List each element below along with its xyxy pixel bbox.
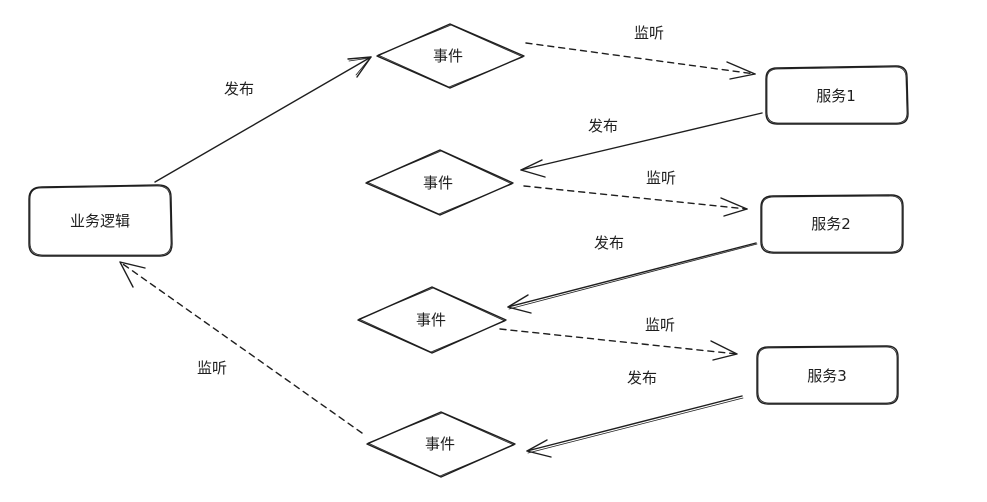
arrow-publish-service2 [507,242,758,314]
business-logic-node [28,184,173,257]
event-3-label: 事件 [416,311,446,329]
event-3-node [357,286,507,354]
service-2-node [760,194,904,254]
event-1-node [376,23,525,89]
edge-label-listen-service3: 监听 [645,316,675,334]
service-1-node [765,65,909,125]
arrow-publish-service1 [520,112,763,178]
edge-label-listen-service2: 监听 [646,169,676,187]
edge-label-publish-service2: 发布 [594,234,624,252]
arrowhead-listen-service3 [710,340,738,361]
service-3-label: 服务3 [807,367,847,385]
arrow-listen-service2 [523,185,748,210]
event-2-node [365,149,514,216]
edge-label-publish-service1: 发布 [588,117,618,135]
event-1-label: 事件 [433,47,463,65]
service-1-label: 服务1 [816,87,856,105]
arrow-publish-business [154,56,372,183]
arrowhead-listen-service1 [726,61,756,80]
edge-label-publish-business: 发布 [224,80,254,98]
edge-label-listen-service1: 监听 [634,24,664,42]
edge-label-publish-service3: 发布 [627,369,657,387]
event-4-label: 事件 [425,435,455,453]
edge-label-listen-business: 监听 [197,359,227,377]
arrow-listen-service3 [499,328,738,355]
arrow-publish-service3 [526,395,744,458]
business-logic-label: 业务逻辑 [70,212,130,230]
arrow-listen-business [119,261,363,434]
arrowhead-listen-business [119,261,146,288]
event-4-node [366,411,516,478]
service-3-node [756,345,899,405]
arrowhead-listen-service2 [720,197,748,217]
service-2-label: 服务2 [811,215,851,233]
event-2-label: 事件 [423,174,453,192]
arrow-listen-service1 [525,42,756,75]
